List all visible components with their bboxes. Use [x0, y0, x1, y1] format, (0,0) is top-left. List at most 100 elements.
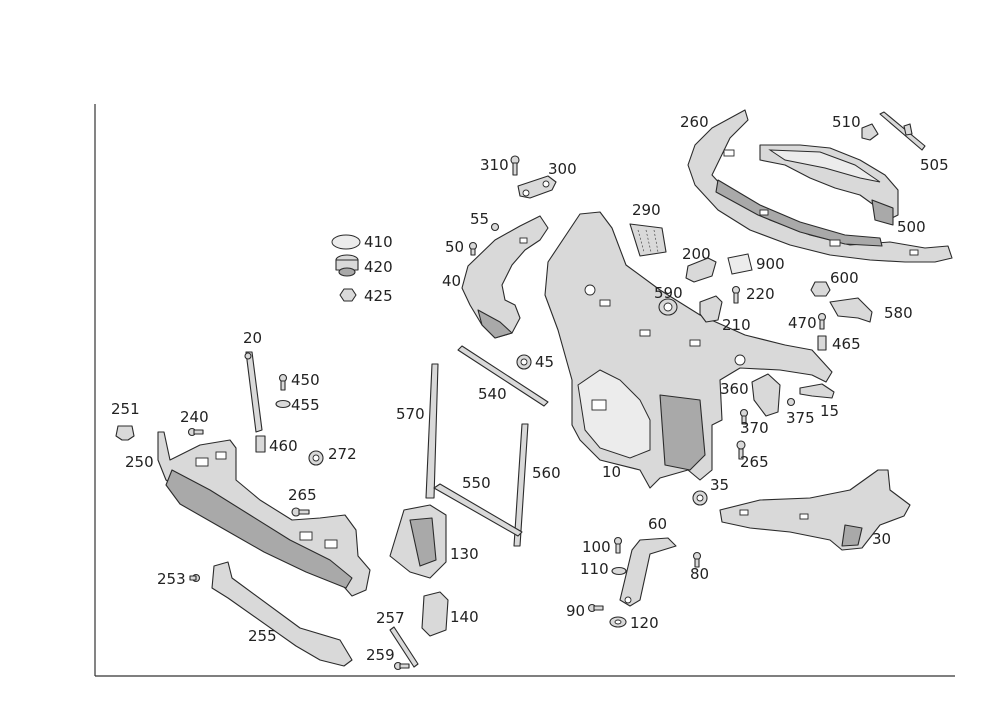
- callout-259: 259: [366, 646, 395, 664]
- callout-550: 550: [462, 474, 491, 492]
- part-45-grommet[interactable]: [516, 354, 532, 370]
- part-120-nut[interactable]: [609, 616, 627, 628]
- part-40-bracket-left[interactable]: [461, 215, 549, 339]
- part-130-mount[interactable]: [389, 504, 447, 579]
- part-470-bolt[interactable]: [817, 312, 827, 330]
- part-600-nut[interactable]: [810, 281, 831, 297]
- part-540-seal[interactable]: [457, 345, 549, 407]
- part-460-sleeve[interactable]: [255, 435, 266, 453]
- callout-260: 260: [680, 113, 709, 131]
- callout-40: 40: [442, 272, 461, 290]
- part-110-washer[interactable]: [611, 566, 627, 576]
- callout-30: 30: [872, 530, 891, 548]
- callout-50: 50: [445, 238, 464, 256]
- part-375-clip[interactable]: [786, 397, 796, 407]
- part-290-mesh[interactable]: [629, 223, 667, 257]
- callout-265-left: 265: [288, 486, 317, 504]
- part-272-grommet[interactable]: [308, 450, 324, 466]
- part-310-bolt[interactable]: [510, 155, 520, 176]
- callout-10: 10: [602, 463, 621, 481]
- callout-45: 45: [535, 353, 554, 371]
- part-50-clip[interactable]: [468, 241, 478, 256]
- callout-290: 290: [632, 201, 661, 219]
- part-455-washer[interactable]: [275, 399, 291, 409]
- callout-460: 460: [269, 437, 298, 455]
- part-505-rod[interactable]: [879, 111, 926, 151]
- part-253-bolt[interactable]: [189, 573, 201, 583]
- part-550-seal[interactable]: [433, 483, 523, 537]
- callout-220: 220: [746, 285, 775, 303]
- part-240-bolt[interactable]: [187, 427, 204, 437]
- callout-900: 900: [756, 255, 785, 273]
- callout-600: 600: [830, 269, 859, 287]
- callout-210: 210: [722, 316, 751, 334]
- part-255-tie-bar[interactable]: [211, 561, 353, 667]
- part-510-clip[interactable]: [861, 123, 879, 141]
- part-100-bolt[interactable]: [613, 536, 623, 554]
- callout-35: 35: [710, 476, 729, 494]
- part-60-arm[interactable]: [619, 537, 677, 607]
- part-10-front-module[interactable]: [544, 211, 833, 489]
- part-257-rod[interactable]: [389, 626, 419, 668]
- part-15-bracket[interactable]: [799, 383, 835, 399]
- callout-420: 420: [364, 258, 393, 276]
- part-90-bolt[interactable]: [587, 603, 604, 613]
- callout-375: 375: [786, 409, 815, 427]
- callout-15: 15: [820, 402, 839, 420]
- callout-90: 90: [566, 602, 585, 620]
- part-300-bracket[interactable]: [517, 175, 557, 199]
- callout-251: 251: [111, 400, 140, 418]
- part-360-bracket[interactable]: [751, 373, 781, 417]
- callout-55: 55: [470, 210, 489, 228]
- callout-580: 580: [884, 304, 913, 322]
- callout-80: 80: [690, 565, 709, 583]
- callout-100: 100: [582, 538, 611, 556]
- part-570-seal[interactable]: [425, 363, 439, 499]
- part-465-pin[interactable]: [817, 335, 827, 351]
- callout-540: 540: [478, 385, 507, 403]
- part-450-bolt[interactable]: [278, 373, 288, 391]
- part-210-sensor-holder[interactable]: [699, 295, 723, 323]
- part-500-air-duct[interactable]: [759, 144, 899, 226]
- part-420-buffer[interactable]: [335, 254, 359, 277]
- callout-140: 140: [450, 608, 479, 626]
- callout-200: 200: [682, 245, 711, 263]
- callout-370: 370: [740, 419, 769, 437]
- part-259-bolt[interactable]: [393, 661, 410, 671]
- part-260-upper-carrier[interactable]: [687, 109, 953, 263]
- part-200-bracket[interactable]: [685, 257, 717, 283]
- part-580-bracket[interactable]: [829, 297, 873, 323]
- part-560-seal[interactable]: [513, 423, 529, 547]
- part-140-mount[interactable]: [421, 591, 449, 637]
- part-251-buffer[interactable]: [115, 425, 135, 441]
- part-265-bolt-left[interactable]: [291, 507, 310, 517]
- callout-20: 20: [243, 329, 262, 347]
- part-80-bolt[interactable]: [692, 551, 702, 568]
- callout-253: 253: [157, 570, 186, 588]
- part-900-foam[interactable]: [727, 253, 753, 275]
- part-410-cap[interactable]: [331, 234, 361, 250]
- callout-360: 360: [720, 380, 749, 398]
- callout-590: 590: [654, 284, 683, 302]
- part-55-bolt[interactable]: [490, 222, 500, 232]
- part-30-bracket-right[interactable]: [719, 469, 911, 551]
- callout-505: 505: [920, 156, 949, 174]
- part-370-bolt[interactable]: [739, 408, 749, 425]
- callout-465: 465: [832, 335, 861, 353]
- part-220-bolt[interactable]: [731, 285, 741, 304]
- part-35-grommet[interactable]: [692, 490, 708, 506]
- callout-500: 500: [897, 218, 926, 236]
- callout-455: 455: [291, 396, 320, 414]
- part-265-bolt-right[interactable]: [736, 440, 746, 460]
- part-20-strut[interactable]: [244, 351, 263, 433]
- callout-272: 272: [328, 445, 357, 463]
- callout-425: 425: [364, 287, 393, 305]
- callout-255: 255: [248, 627, 277, 645]
- part-425-nut[interactable]: [339, 288, 357, 302]
- callout-120: 120: [630, 614, 659, 632]
- callout-250: 250: [125, 453, 154, 471]
- part-250-cross-member[interactable]: [157, 431, 371, 597]
- callout-257: 257: [376, 609, 405, 627]
- part-590-grommet[interactable]: [658, 298, 678, 316]
